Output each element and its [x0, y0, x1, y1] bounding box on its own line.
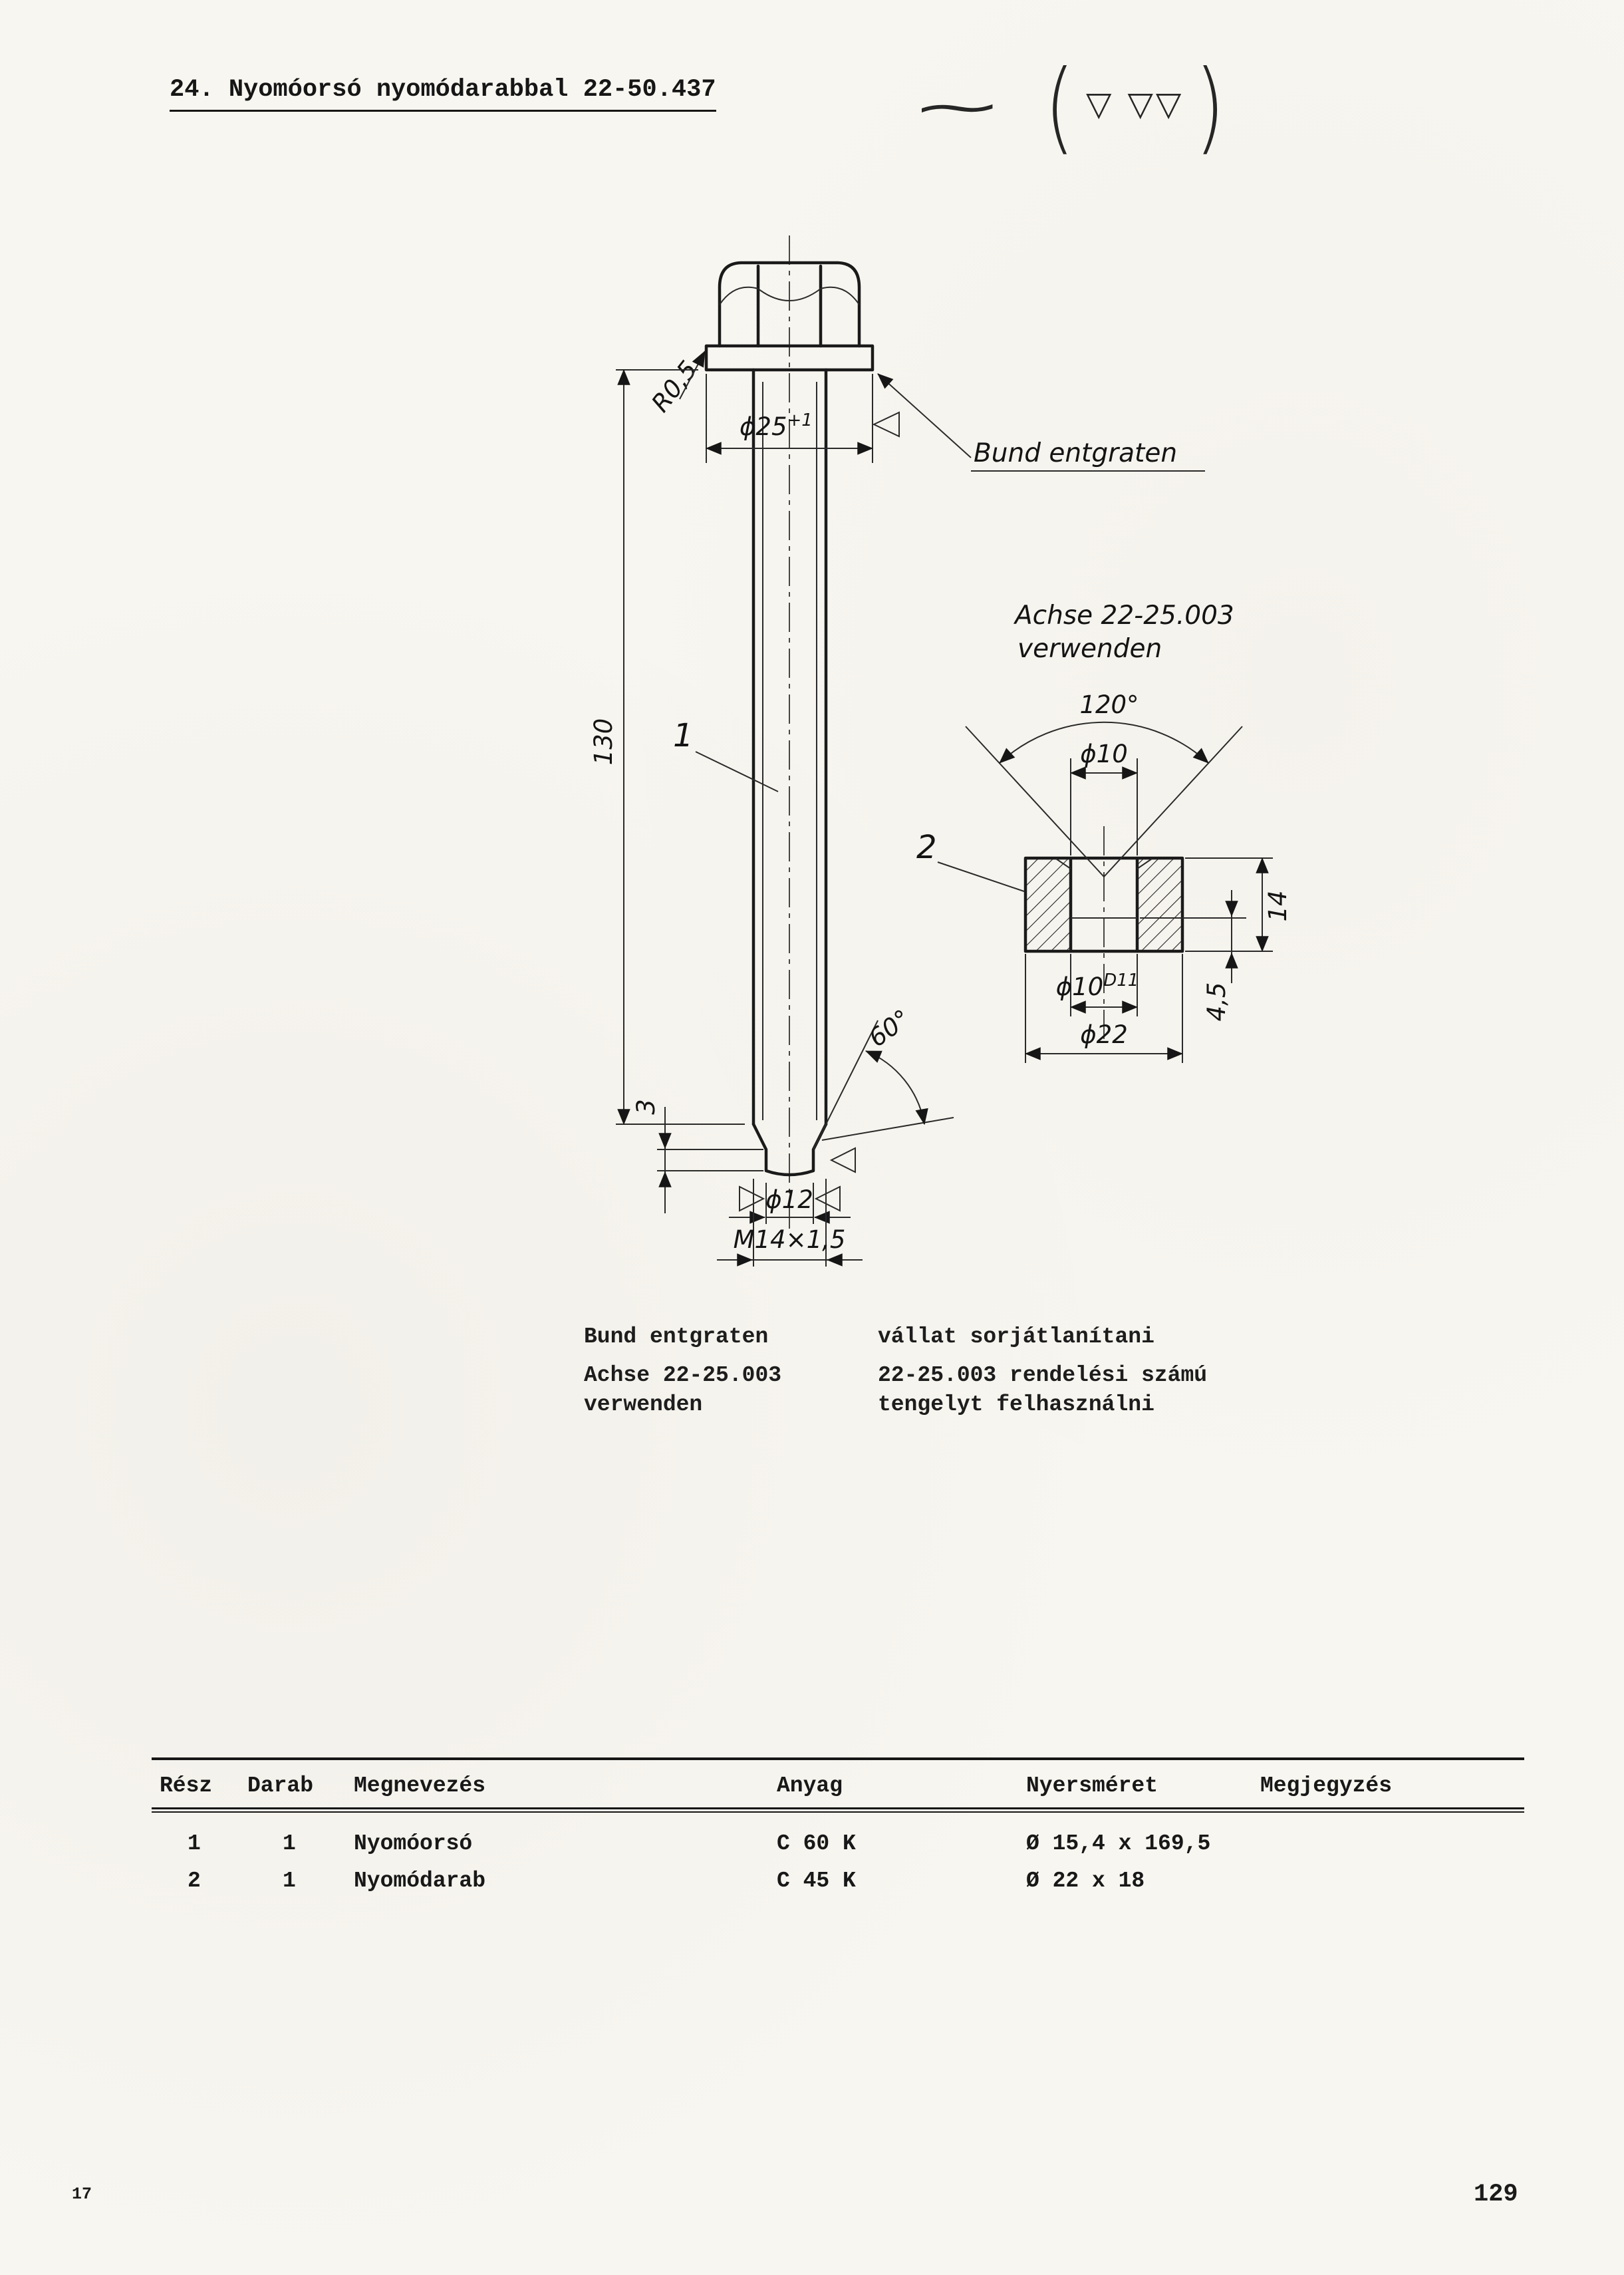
col-header-resz: Rész [160, 1773, 213, 1798]
col-header-megnevezes: Megnevezés [354, 1773, 486, 1798]
table-header-row: Rész Darab Megnevezés Anyag Nyersméret M… [152, 1760, 1524, 1807]
cell-nyersmeret: Ø 15,4 x 169,5 [1026, 1831, 1211, 1856]
dim-radius-r05: R0,5 [646, 351, 706, 418]
dim-label-3: 3 [632, 1099, 660, 1115]
note-row: Achse 22-25.003 22-25.003 rendelési szám… [584, 1361, 1207, 1390]
translation-notes: Bund entgraten vállat sorjátlanítani Ach… [584, 1322, 1207, 1420]
col-header-darab: Darab [247, 1773, 314, 1798]
dim-label-45: 4,5 [1202, 983, 1231, 1022]
callout-2: 2 [916, 829, 1025, 892]
dim-tip-3: 3 [632, 1099, 763, 1213]
dim-tip-angle-60: 60° [813, 1004, 954, 1150]
tip-finish-marks [739, 1147, 856, 1212]
pressure-piece-view [1023, 826, 1184, 1043]
note-bund-entgraten: Bund entgraten [877, 373, 1205, 472]
dim-label-phi10: ϕ10 [1080, 740, 1128, 768]
col-header-nyersmeret: Nyersméret [1026, 1773, 1158, 1798]
technical-drawing: 1 R0,5 ϕ25+1 Bund entgraten 130 [589, 235, 1292, 1267]
cell-anyag: C 45 K [777, 1868, 856, 1893]
dim-label-m14: M14×1,5 [734, 1225, 846, 1254]
header-divider [152, 1807, 1524, 1813]
dim-angle-120: 120° [965, 690, 1243, 877]
dim-label-phi22: ϕ22 [1080, 1020, 1128, 1049]
col-header-megjegyzes: Megjegyzés [1260, 1773, 1393, 1798]
dim-length-130: 130 [589, 369, 745, 1126]
finish-triangle-icon [829, 1147, 856, 1173]
table-row: 1 1 Nyomóorsó C 60 K Ø 15,4 x 169,5 [152, 1825, 1524, 1862]
cell-nyersmeret: Ø 22 x 18 [1026, 1868, 1145, 1893]
achse-label-line1: Achse 22-25.003 [1013, 601, 1234, 631]
cell-darab: 1 [283, 1831, 296, 1856]
dim-phi12: ϕ12 [729, 1183, 851, 1224]
dim-label-130: 130 [589, 718, 618, 766]
bund-entgraten-label: Bund entgraten [974, 438, 1177, 468]
note-hungarian: 22-25.003 rendelési számú [878, 1363, 1208, 1388]
dim-label-14: 14 [1264, 890, 1292, 921]
dim-label-phi25: ϕ25+1 [740, 410, 813, 441]
dim-label-r05: R0,5 [646, 355, 703, 417]
cell-anyag: C 60 K [777, 1831, 856, 1856]
finish-triangle-icon [814, 1185, 841, 1212]
note-german: Bund entgraten [584, 1324, 769, 1349]
tilde-finish-icon: ∼ [910, 79, 1005, 135]
dim-label-60deg: 60° [863, 1004, 915, 1052]
dim-step-45: 4,5 [1140, 890, 1246, 1021]
cell-megnevezes: Nyomódarab [354, 1868, 486, 1893]
note-row: Bund entgraten vállat sorjátlanítani [584, 1322, 1207, 1352]
note-row: verwenden tengelyt felhasználni [584, 1390, 1207, 1420]
dim-phi25: ϕ25+1 [705, 374, 900, 463]
col-header-anyag: Anyag [777, 1773, 843, 1798]
parts-table: Rész Darab Megnevezés Anyag Nyersméret M… [152, 1757, 1524, 1899]
cell-resz: 2 [188, 1868, 201, 1893]
paren-open: ( [1044, 49, 1075, 165]
dim-label-phi12: ϕ12 [765, 1185, 813, 1214]
achse-label-line2: verwenden [1017, 634, 1162, 664]
callout-1: 1 [673, 717, 779, 792]
surface-finish-symbols: ∼ ( ▽ ▽▽ ) [910, 57, 1230, 157]
double-triangle-finish-icon: ▽▽ [1127, 84, 1184, 123]
dim-outer-phi22: ϕ22 [1024, 954, 1184, 1063]
spindle-view [704, 235, 875, 1229]
dim-height-14: 14 [1185, 857, 1292, 953]
note-hungarian: tengelyt felhasználni [878, 1392, 1154, 1417]
note-german: Achse 22-25.003 [584, 1363, 782, 1388]
section-hatching [1139, 859, 1181, 950]
part-number-1: 1 [673, 717, 694, 754]
footnote-marker: 17 [72, 2185, 92, 2204]
page-number: 129 [1474, 2181, 1518, 2208]
paren-close: ) [1194, 49, 1226, 165]
table-body: 1 1 Nyomóorsó C 60 K Ø 15,4 x 169,5 2 1 … [152, 1813, 1524, 1899]
dim-bore-phi10-d11: ϕ10D11 [1056, 954, 1139, 1016]
dim-phi10-top: ϕ10 [1069, 740, 1139, 855]
dim-label-phi10-d11: ϕ10D11 [1056, 971, 1139, 1001]
note-achse: Achse 22-25.003 verwenden [1013, 601, 1234, 664]
dim-label-120deg: 120° [1079, 690, 1139, 719]
triangle-finish-icon: ▽ [1085, 84, 1115, 123]
part-number-2: 2 [916, 829, 937, 866]
page-title: 24. Nyomóorsó nyomódarabbal 22-50.437 [170, 75, 716, 112]
table-row: 2 1 Nyomódarab C 45 K Ø 22 x 18 [152, 1862, 1524, 1899]
finish-triangle-icon [739, 1185, 765, 1212]
note-hungarian: vállat sorjátlanítani [878, 1324, 1154, 1349]
cell-resz: 1 [188, 1831, 201, 1856]
dim-thread-m14: M14×1,5 [717, 1179, 863, 1267]
note-german: verwenden [584, 1392, 703, 1417]
finish-triangle-icon [872, 411, 900, 438]
cell-darab: 1 [283, 1868, 296, 1893]
cell-megnevezes: Nyomóorsó [354, 1831, 473, 1856]
section-hatching [1027, 859, 1069, 950]
